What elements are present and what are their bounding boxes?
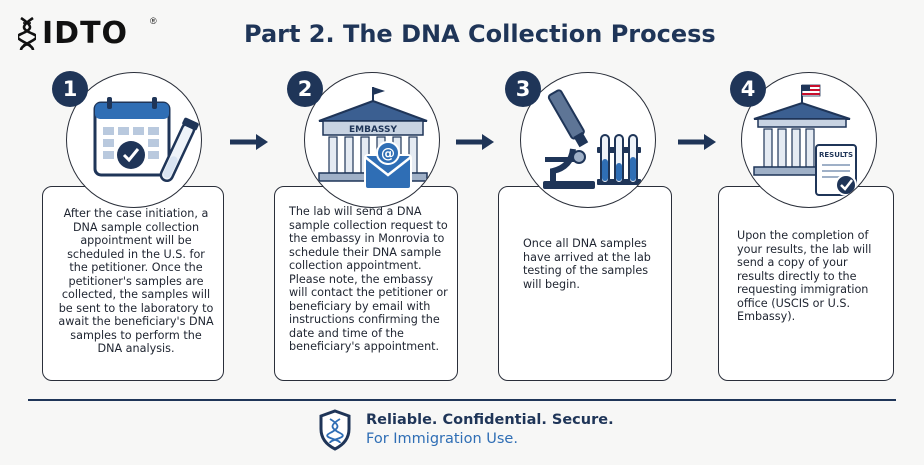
step-4-card: Upon the completion of your results, the… (718, 186, 894, 381)
microscope-test-tubes-icon (543, 89, 641, 189)
at-sign-glyph: @ (381, 146, 395, 162)
step-1-text: After the case initiation, a DNA sample … (58, 207, 214, 355)
us-flag-icon (801, 84, 821, 97)
step-3-card: Once all DNA samples have arrived at the… (498, 186, 672, 381)
brand-logo: IDTO ® (18, 16, 157, 51)
step-4-illustration: RESULTS (741, 72, 877, 208)
arrow-1-right-icon (230, 134, 268, 150)
embassy-building-label: EMBASSY (349, 125, 397, 135)
step-4-number-badge: 4 (730, 71, 766, 107)
step-1-illustration (66, 72, 202, 208)
brand-registered-mark: ® (150, 16, 157, 26)
step-2-text: The lab will send a DNA sample collectio… (289, 205, 448, 353)
step-2-number-badge: 2 (287, 71, 323, 107)
page-title: Part 2. The DNA Collection Process (244, 20, 716, 48)
embassy-email-icon: EMBASSY @ (318, 87, 428, 190)
step-3-text: Once all DNA samples have arrived at the… (523, 237, 651, 291)
footer-tagline: Reliable. Confidential. Secure. For Immi… (318, 409, 614, 451)
calendar-check-icon (93, 97, 199, 183)
brand-name: IDTO (42, 16, 129, 51)
arrow-3-right-icon (678, 134, 716, 150)
step-1-card: After the case initiation, a DNA sample … (42, 186, 224, 381)
results-document-label: RESULTS (819, 151, 853, 159)
footer-text: Reliable. Confidential. Secure. For Immi… (366, 411, 614, 449)
arrow-2-right-icon (456, 134, 494, 150)
footer-line-1: Reliable. Confidential. Secure. (366, 412, 614, 428)
footer-line-2: For Immigration Use. (366, 431, 518, 447)
step-4-text: Upon the completion of your results, the… (737, 229, 872, 323)
step-3-number-badge: 3 (505, 71, 541, 107)
step-2-card: The lab will send a DNA sample collectio… (274, 186, 458, 381)
step-3-illustration (520, 72, 656, 208)
step-2-illustration: EMBASSY @ (304, 72, 440, 208)
government-results-icon: RESULTS (753, 84, 857, 196)
step-1-number-badge: 1 (52, 71, 88, 107)
dna-shield-icon (319, 409, 351, 451)
dna-helix-icon (18, 16, 36, 50)
footer-divider (28, 399, 896, 401)
